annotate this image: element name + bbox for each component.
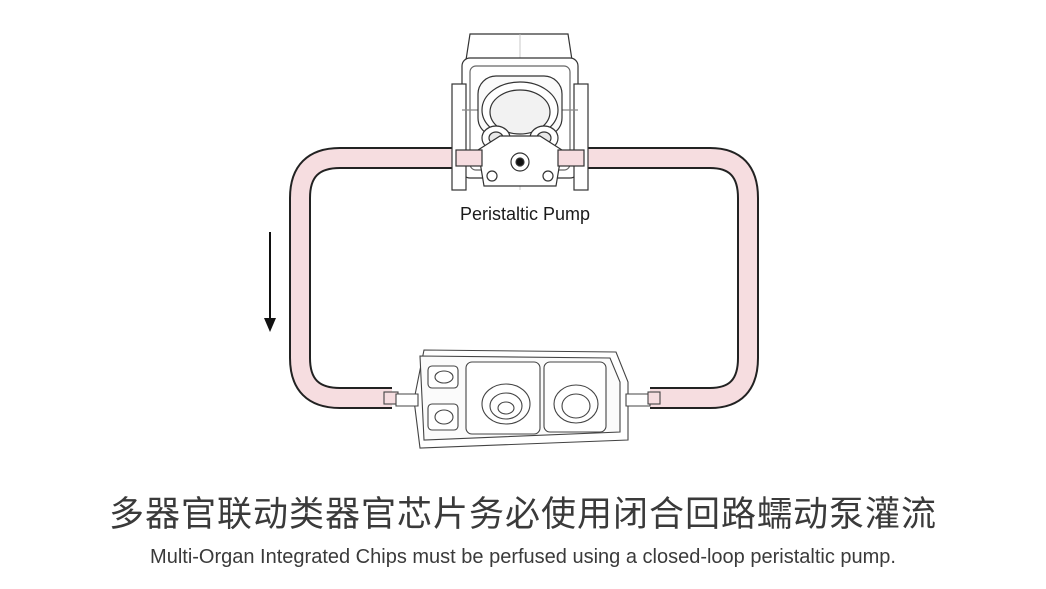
flow-direction-arrow [264, 232, 276, 332]
caption-english: Multi-Organ Integrated Chips must be per… [150, 546, 896, 568]
caption-chinese: 多器官联动类器官芯片务必使用闭合回路蠕动泵灌流 [108, 495, 937, 535]
multi-organ-chip [383, 349, 661, 449]
peristaltic-pump [451, 33, 589, 191]
pump-label: Peristaltic Pump [459, 204, 591, 224]
